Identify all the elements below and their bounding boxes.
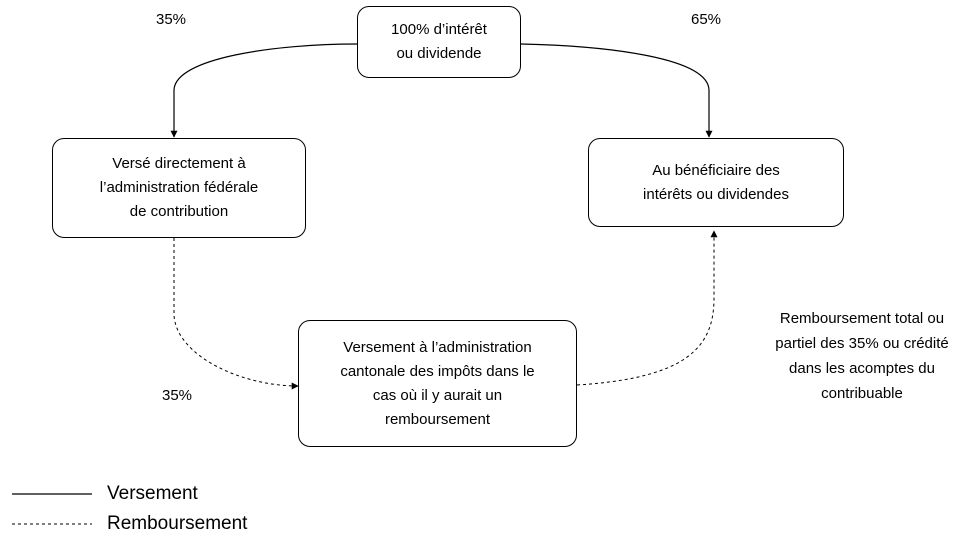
box-cantonal-administration-line-3: cas où il y aurait un xyxy=(372,386,503,404)
box-interest-dividend-line-2: ou dividende xyxy=(396,45,482,62)
flow-arrow-top-to-left xyxy=(170,43,358,138)
box-cantonal-administration-line-2: cantonale des impôts dans le xyxy=(340,362,535,380)
refund-arrow-bottom-to-right xyxy=(576,230,718,386)
legend-dashed-label: Remboursement xyxy=(107,513,248,534)
box-federal-administration-line-2: l’administration fédérale xyxy=(99,179,259,196)
box-federal-administration-line-1: Versé directement à xyxy=(112,155,246,172)
box-beneficiary-line-1: Au bénéficiaire des xyxy=(652,161,780,179)
refund-note-line-4: contribuable xyxy=(821,385,903,402)
box-beneficiary: Au bénéficiaire des intérêts ou dividend… xyxy=(588,138,844,227)
box-beneficiary-line-2: intérêts ou dividendes xyxy=(643,185,789,203)
flow-arrow-top-to-right xyxy=(520,43,713,138)
refund-note-line-1: Remboursement total ou xyxy=(779,310,945,327)
refund-note-line-2: partiel des 35% ou crédité xyxy=(775,335,949,352)
refund-note: Remboursement total ou partiel des 35% o… xyxy=(752,306,972,406)
box-interest-dividend-line-1: 100% d’intérêt xyxy=(391,21,487,38)
box-cantonal-administration: Versement à l’administration cantonale d… xyxy=(298,320,577,447)
refund-arrow-left-to-bottom xyxy=(173,238,299,390)
refund-note-line-3: dans les acomptes du xyxy=(789,360,935,377)
box-federal-administration: Versé directement à l’administration féd… xyxy=(52,138,306,238)
box-cantonal-administration-line-1: Versement à l’administration xyxy=(343,338,532,356)
label-top-left-percent: 35% xyxy=(156,11,187,28)
box-interest-dividend: 100% d’intérêt ou dividende xyxy=(357,6,521,78)
box-federal-administration-line-3: de contribution xyxy=(129,203,229,220)
label-top-right-percent: 65% xyxy=(691,11,722,28)
label-bottom-left-percent: 35% xyxy=(162,387,193,404)
legend-solid-label: Versement xyxy=(107,483,198,504)
box-cantonal-administration-line-4: remboursement xyxy=(384,410,491,428)
